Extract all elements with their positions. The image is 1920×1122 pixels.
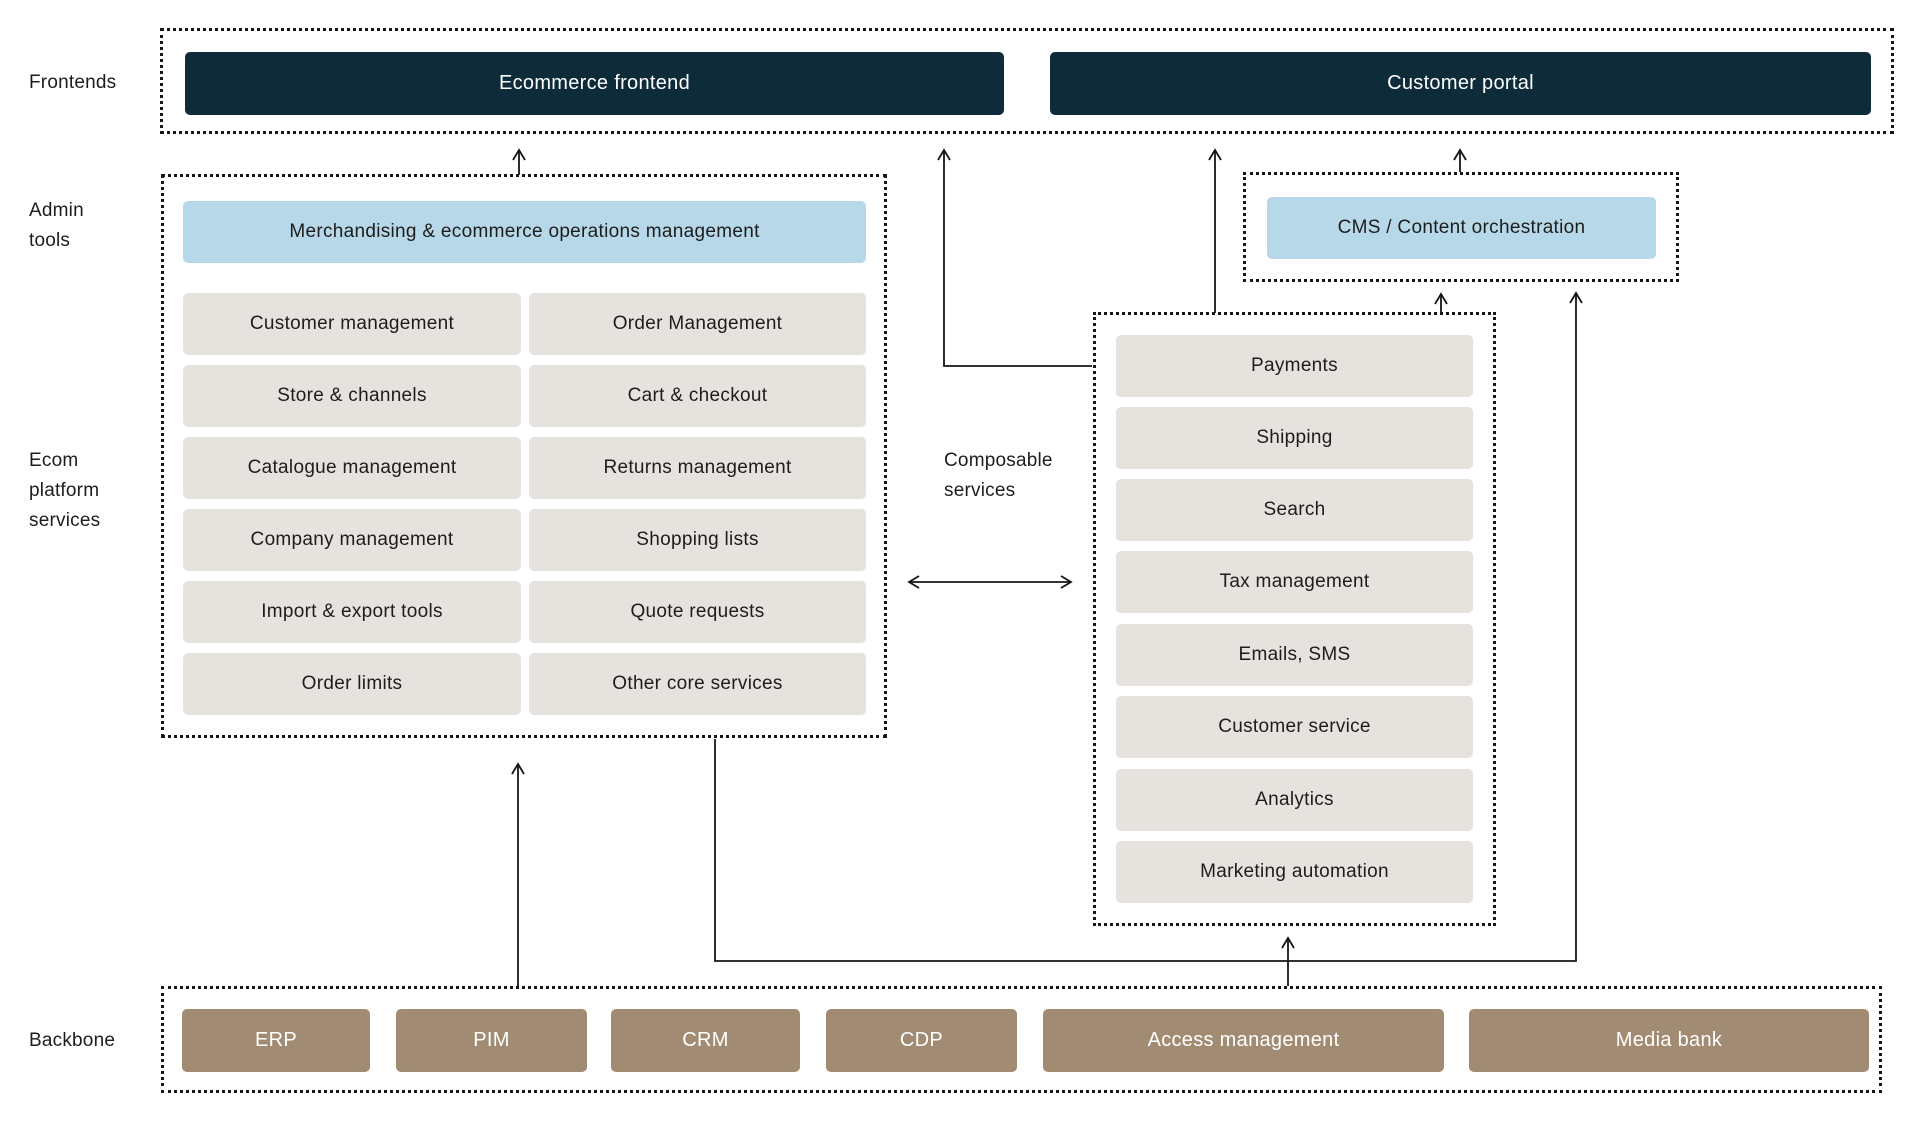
label-line: platform — [29, 480, 100, 501]
platform-box-catalogue-management: Catalogue management — [183, 437, 521, 499]
composable-box-customer-service: Customer service — [1116, 696, 1473, 758]
composable-box-search: Search — [1116, 479, 1473, 541]
backbone-box-media-bank: Media bank — [1469, 1009, 1869, 1072]
arrow-composable-to-ecommerce-frontend — [937, 148, 1092, 367]
platform-box-import-export-tools: Import & export tools — [183, 581, 521, 643]
composable-box-tax-management: Tax management — [1116, 551, 1473, 613]
frontends-label: Frontends — [29, 72, 117, 93]
backbone-box-crm: CRM — [611, 1009, 800, 1072]
cms-group-outline — [1243, 172, 1679, 282]
composable-box-analytics: Analytics — [1116, 769, 1473, 831]
backbone-box-erp: ERP — [182, 1009, 370, 1072]
platform-box-cart-checkout: Cart & checkout — [529, 365, 866, 427]
composable-box-shipping: Shipping — [1116, 407, 1473, 469]
label-line: Composable — [944, 450, 1053, 471]
platform-box-company-management: Company management — [183, 509, 521, 571]
composable-group-outline — [1093, 312, 1496, 926]
backbone-group-outline — [161, 986, 1882, 1093]
admin-tools-label: Admin tools — [29, 196, 84, 256]
cms-content-orchestration-box: CMS / Content orchestration — [1267, 197, 1656, 259]
label-line: Admin — [29, 200, 84, 221]
composable-box-marketing-automation: Marketing automation — [1116, 841, 1473, 903]
frontends-group-outline — [160, 28, 1894, 134]
backbone-label: Backbone — [29, 1030, 116, 1051]
backbone-box-pim: PIM — [396, 1009, 587, 1072]
composable-services-label: Composable services — [944, 446, 1053, 506]
platform-box-returns-management: Returns management — [529, 437, 866, 499]
ecommerce-frontend-box: Ecommerce frontend — [185, 52, 1004, 115]
backbone-box-cdp: CDP — [826, 1009, 1017, 1072]
platform-box-store-channels: Store & channels — [183, 365, 521, 427]
composable-box-payments: Payments — [1116, 335, 1473, 397]
label-line: services — [944, 480, 1016, 501]
platform-box-order-limits: Order limits — [183, 653, 521, 715]
platform-box-other-core-services: Other core services — [529, 653, 866, 715]
composable-box-emails-sms: Emails, SMS — [1116, 624, 1473, 686]
label-line: Ecom — [29, 450, 79, 471]
merchandising-operations-box: Merchandising & ecommerce operations man… — [183, 201, 866, 263]
ecom-platform-label: Ecom platform services — [29, 446, 100, 536]
label-line: tools — [29, 230, 71, 251]
platform-box-quote-requests: Quote requests — [529, 581, 866, 643]
platform-box-customer-management: Customer management — [183, 293, 521, 355]
label-line: services — [29, 510, 101, 531]
platform-box-order-management: Order Management — [529, 293, 866, 355]
backbone-box-access-management: Access management — [1043, 1009, 1444, 1072]
platform-box-shopping-lists: Shopping lists — [529, 509, 866, 571]
customer-portal-box: Customer portal — [1050, 52, 1871, 115]
